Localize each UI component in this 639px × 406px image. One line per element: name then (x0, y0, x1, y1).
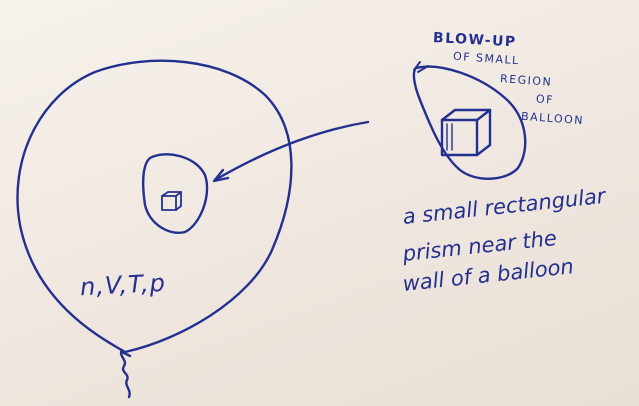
blowup-caption-line3: OF (536, 92, 555, 106)
balloon-outline (17, 61, 291, 352)
blowup-prism-icon (442, 110, 490, 155)
small-region-outline (143, 154, 207, 232)
small-prism-icon (162, 192, 181, 210)
balloon-knot (121, 350, 130, 397)
gas-variables-label: n,V,T,p (79, 269, 166, 301)
